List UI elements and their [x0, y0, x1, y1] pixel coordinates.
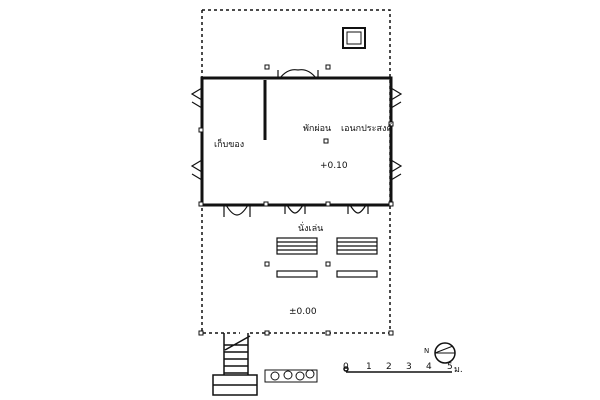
bench-low-left: [276, 270, 318, 278]
bench-right: [336, 237, 378, 255]
bench-low-right: [336, 270, 378, 278]
room-label-sitting: นั่งเล่น: [298, 224, 324, 234]
door-top: [277, 69, 319, 79]
level-terrace: ±0.00: [289, 307, 317, 317]
room-label-rest: พักผ่อน: [303, 124, 332, 134]
scale-unit: ม.: [454, 365, 463, 375]
main-room-wall: [200, 76, 393, 207]
bench-left: [276, 237, 318, 255]
outer-boundary-dashed: [201, 9, 391, 334]
room-label-multipurpose: เอนกประสงค์: [341, 124, 393, 134]
side-windows: [190, 87, 403, 181]
scale-tick: 1: [366, 362, 372, 372]
planter: [264, 369, 318, 383]
scale-tick: 4: [426, 362, 432, 372]
scale-bar: [343, 366, 452, 373]
north-arrow-icon: [434, 342, 456, 364]
staircase: [212, 333, 258, 396]
scale-tick: 2: [386, 362, 392, 372]
scale-tick: 0: [343, 362, 349, 372]
level-interior: +0.10: [320, 161, 348, 171]
skylight: [342, 27, 366, 49]
room-label-storage: เก็บของ: [214, 140, 245, 150]
doors-bottom: [223, 204, 369, 217]
north-label: N: [424, 347, 430, 355]
scale-tick: 3: [406, 362, 412, 372]
scale-tick: 5: [447, 362, 453, 372]
column-markers: [198, 64, 394, 336]
